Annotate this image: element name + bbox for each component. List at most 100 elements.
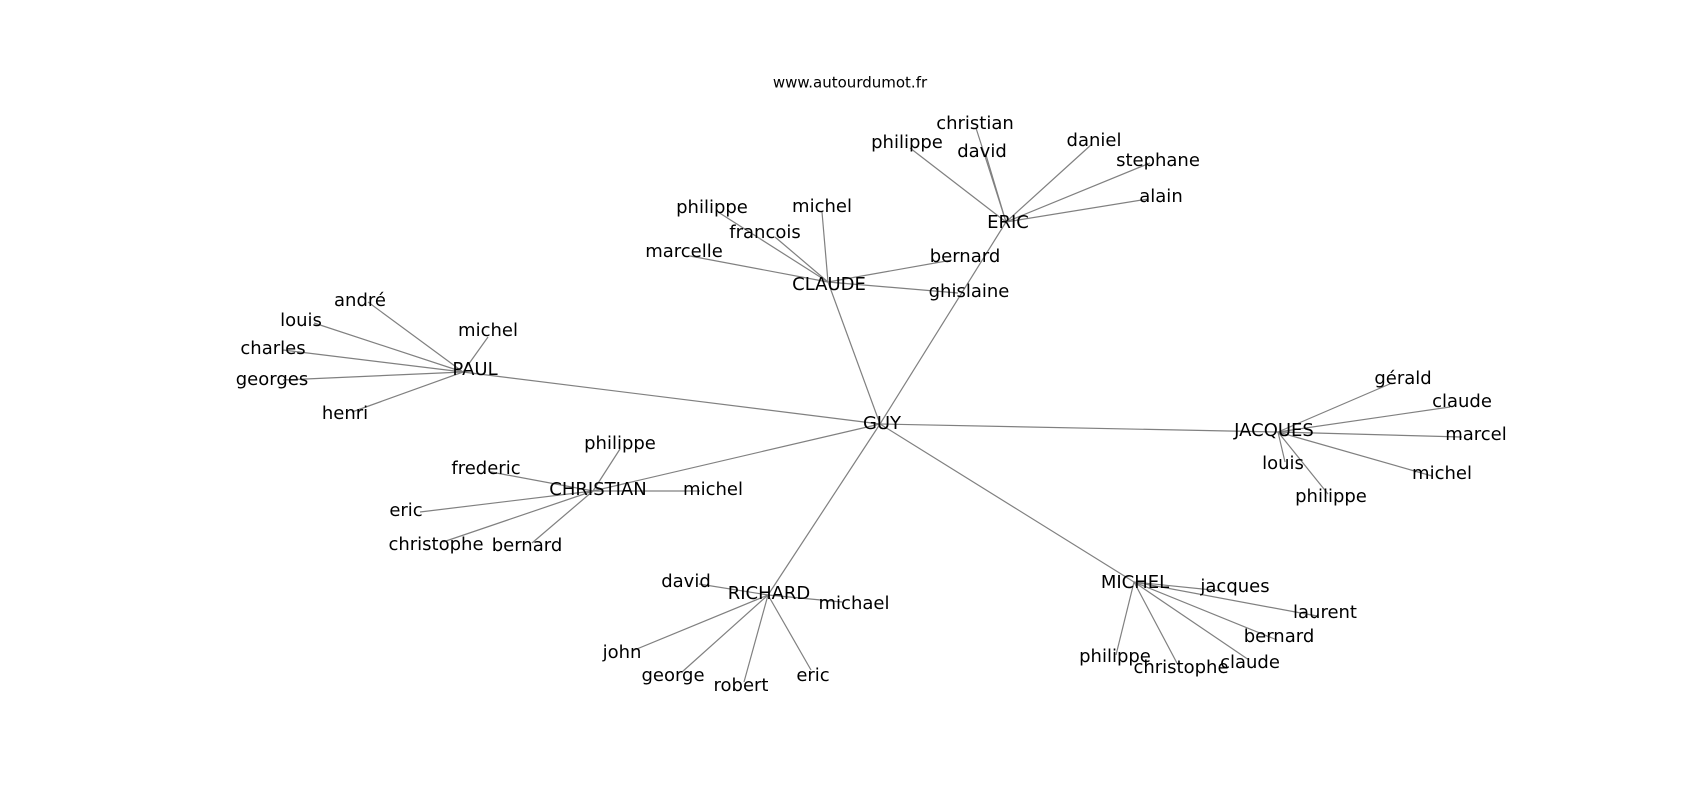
node-jacques: JACQUES [1233,420,1314,441]
node-christian-frederic: frederic [451,458,520,479]
node-christian-philippe: philippe [584,433,656,454]
edge-richard-john [631,594,769,652]
edge-christian-frederic [490,471,594,492]
edge-eric-david [985,154,1007,223]
node-richard-eric: eric [796,665,829,686]
edge-jacques-marcel [1277,431,1463,438]
node-richard-michael: michael [819,593,890,614]
node-michel-bernard: bernard [1244,626,1315,647]
node-richard: RICHARD [728,583,811,604]
node-claude-francois: francois [729,222,800,243]
node-jacques-philippe: philippe [1295,486,1367,507]
edge-paul-louis [313,322,464,373]
node-michel: MICHEL [1101,572,1169,593]
edge-christian-eric [419,490,594,513]
node-christian-christophe: christophe [388,534,483,555]
edge-claude-francois [774,236,829,283]
node-eric-david: david [957,141,1007,162]
edge-claude-bernard [827,259,953,283]
edges-layer [282,127,1463,683]
node-jacques-marcel: marcel [1445,424,1507,445]
node-paul-henri: henri [322,403,368,424]
edge-eric-daniel [1005,143,1093,223]
edge-claude-philippe [717,211,829,283]
node-claude-michel: michel [792,196,852,217]
edge-richard-robert [743,594,769,683]
edge-michel-bernard [1133,581,1278,641]
edge-christian-bernard [531,490,594,544]
edge-jacques-gerald [1277,382,1393,433]
node-paul-georges: georges [236,369,308,390]
edge-claude-michel [821,211,829,283]
edge-guy-richard [767,423,881,596]
edge-claude-ghislaine [827,281,959,294]
edge-christian-philippe [592,448,621,492]
node-eric-philippe: philippe [871,132,943,153]
edge-paul-michel [462,336,489,373]
edge-richard-david [698,583,769,596]
edge-guy-christian [592,423,881,492]
edge-richard-eric [767,594,812,671]
node-eric-alain: alain [1139,186,1182,207]
edge-guy-paul [462,371,881,425]
edge-paul-charles [282,349,464,373]
node-michel-claude: claude [1220,652,1280,673]
node-richard-john: john [602,642,642,663]
node-michel-christophe: christophe [1133,657,1228,678]
node-jacques-michel: michel [1412,463,1472,484]
node-paul-louis: louis [280,310,322,331]
edge-paul-henri [351,371,464,413]
node-paul-michel: michel [458,320,518,341]
node-michel-philippe: philippe [1079,646,1151,667]
edge-guy-claude [827,281,881,425]
edge-michel-jacques [1133,581,1223,592]
edge-michel-christophe [1133,581,1179,666]
edge-guy-eric [879,221,1007,425]
edge-jacques-louis [1277,431,1286,463]
labels-layer: GUY PAUL andré louis michel charles georges hen… [236,113,1507,696]
node-claude-bernard: bernard [930,246,1001,267]
node-claude-marcelle: marcelle [645,241,723,262]
edge-guy-michel [879,423,1135,583]
node-claude: CLAUDE [792,274,866,295]
edge-eric-philippe [909,147,1007,223]
edge-jacques-philippe [1277,431,1329,495]
node-jacques-claude: claude [1432,391,1492,412]
node-christian: CHRISTIAN [549,479,646,500]
node-richard-george: george [641,665,704,686]
edge-eric-alain [1005,198,1149,223]
node-christian-michel: michel [683,479,743,500]
edge-paul-andre [367,301,464,373]
site-label: www.autourdumot.fr [773,74,928,92]
node-paul-charles: charles [240,338,305,359]
node-eric: ERIC [987,212,1029,233]
edge-michel-claude [1133,581,1250,661]
node-richard-david: david [661,571,711,592]
node-eric-stephane: stephane [1116,150,1200,171]
node-richard-robert: robert [714,675,769,696]
node-eric-daniel: daniel [1067,130,1122,151]
node-eric-christian: christian [936,113,1014,134]
node-jacques-louis: louis [1262,453,1304,474]
edge-christian-christophe [442,490,594,543]
edge-michel-philippe [1115,581,1135,656]
node-michel-jacques: jacques [1199,576,1269,597]
node-paul: PAUL [452,359,497,380]
node-claude-philippe: philippe [676,197,748,218]
edge-paul-georges [282,371,464,381]
edge-guy-jacques [879,423,1279,433]
node-paul-andre: andré [334,290,386,311]
edge-jacques-claude [1277,406,1451,433]
node-jacques-gerald: gérald [1374,368,1431,389]
edge-richard-george [681,594,769,673]
edge-claude-marcelle [689,255,829,283]
edge-jacques-michel [1277,431,1433,477]
node-christian-eric: eric [389,500,422,521]
node-michel-laurent: laurent [1293,602,1357,623]
edge-eric-stephane [1005,162,1151,223]
node-guy: GUY [863,413,902,434]
node-christian-bernard: bernard [492,535,563,556]
edge-richard-michael [767,594,843,603]
node-claude-ghislaine: ghislaine [929,281,1010,302]
